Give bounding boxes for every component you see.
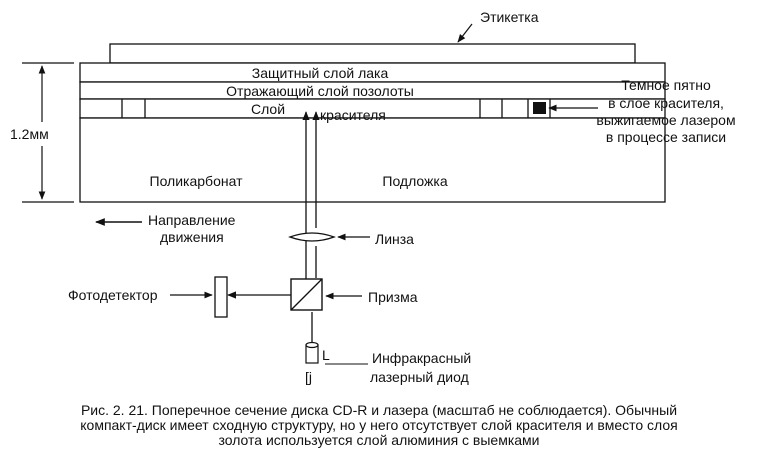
- label-direction-1: Направление: [148, 212, 236, 228]
- label-direction-2: движения: [160, 229, 224, 245]
- polycarbonate-substrate: [79, 117, 666, 203]
- photodetector: [170, 276, 228, 318]
- dark-spot-mark: [533, 102, 546, 114]
- label-dark-spot-1: Темное пятно: [621, 77, 711, 93]
- caption-line-3: золота используется слой алюминия с выем…: [218, 432, 540, 448]
- label-etiketka: Этикетка: [480, 9, 539, 25]
- label-dye-b: красителя: [320, 107, 386, 123]
- figure-caption: Рис. 2. 21. Поперечное сечение диска CD-…: [8, 403, 750, 448]
- dye-pit-marks: [121, 99, 551, 118]
- cdr-cross-section-diagram: Этикетка Защитный слой лака Отражающий с…: [6, 9, 736, 385]
- label-thickness: 1.2мм: [10, 126, 49, 142]
- label-polycarbonate: Поликарбонат: [150, 173, 244, 189]
- label-dark-spot-3: выжигаемое лазером: [596, 112, 735, 128]
- caption-line-1: Рис. 2. 21. Поперечное сечение диска CD-…: [80, 402, 678, 418]
- label-substrate: Подложка: [382, 173, 447, 189]
- label-lens: Линза: [375, 231, 414, 247]
- label-laser-1: Инфракрасный: [372, 350, 471, 366]
- label-lacquer: Защитный слой лака: [252, 65, 389, 81]
- label-photodetector: Фотодетектор: [68, 287, 158, 303]
- label-leader: [457, 23, 473, 43]
- label-gold: Отражающий слой позолоты: [226, 83, 414, 99]
- thickness-label-bg: [6, 124, 66, 144]
- label-dark-spot-4: в процессе записи: [606, 129, 726, 145]
- lens: [288, 232, 370, 242]
- label-dye-a: Слой: [251, 101, 285, 117]
- label-laser-mark-1: L: [322, 347, 330, 363]
- prism: [290, 278, 362, 311]
- label-dark-spot-2: в слое красителя,: [608, 95, 724, 111]
- caption-line-2: компакт-диск имеет сходную структуру, но…: [80, 417, 678, 433]
- label-layer: [109, 43, 636, 64]
- thickness-dimension: [22, 62, 74, 203]
- laser-diode: [305, 341, 368, 365]
- laser-beam: [302, 111, 320, 342]
- label-laser-mark-2: [j: [305, 369, 312, 385]
- label-laser-2: лазерный диод: [370, 369, 469, 385]
- label-prism: Призма: [368, 289, 418, 305]
